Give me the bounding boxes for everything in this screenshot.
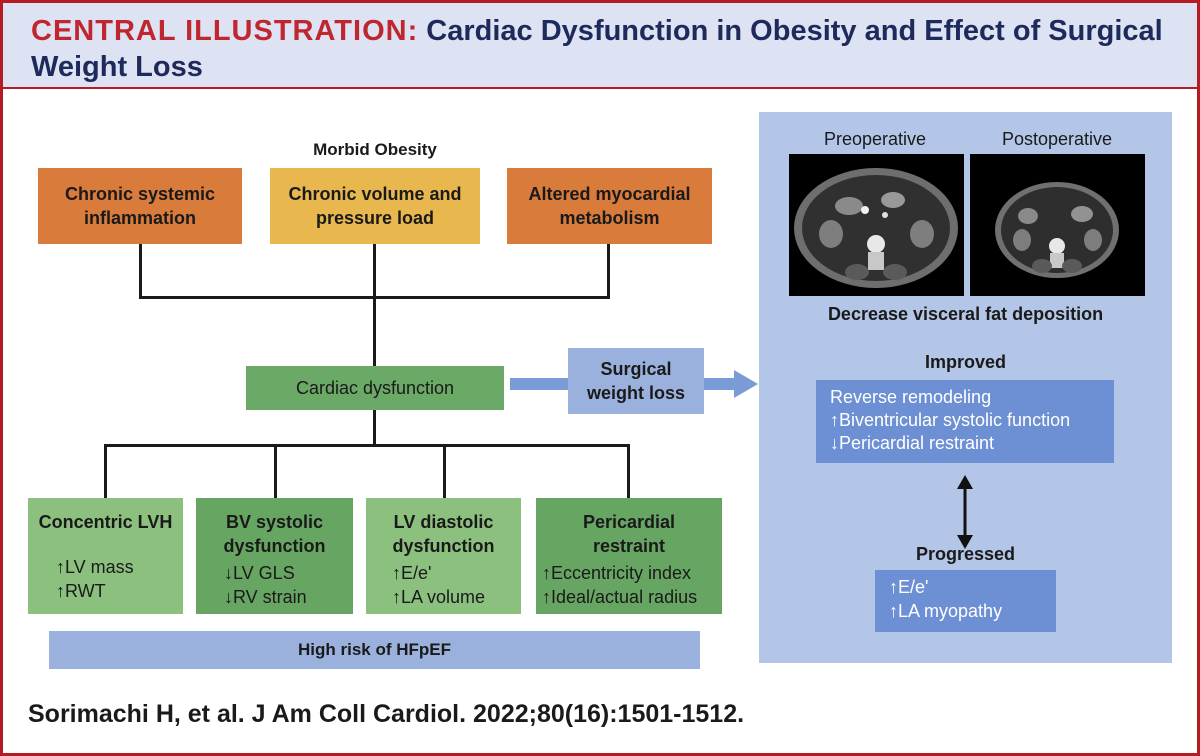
arrow-head-icon [734,370,758,398]
visceral-fat-caption: Decrease visceral fat deposition [827,304,1104,324]
cause-box-metabolism: Altered myocardial metabolism [507,168,712,244]
connector-line [274,444,277,498]
outcome-title: restraint [592,536,666,556]
cause-box-inflammation: Chronic systemic inflammation [38,168,242,244]
surgical-weight-loss-box: Surgical weight loss [568,348,704,414]
header-bar: CENTRAL ILLUSTRATION: Cardiac Dysfunctio… [3,3,1197,89]
outcome-box-pericardial: Pericardial restraint ↑Eccentricity inde… [536,498,722,614]
preoperative-ct-image [789,154,964,296]
preoperative-label: Preoperative [823,129,927,149]
connector-line [104,444,107,498]
cause-line1: Chronic volume and [288,184,462,204]
outcome-title: dysfunction [392,536,495,556]
outcome-item: ↑Ideal/actual radius [542,587,698,607]
outcome-item: ↓RV strain [224,587,307,607]
connector-line [104,444,630,447]
outcome-box-lv-diastolic: LV diastolic dysfunction ↑E/e' ↑LA volum… [366,498,521,614]
outcome-item: ↑Eccentricity index [542,563,692,583]
title-text: Cardiac Dysfunction in Obesity and Effec… [31,15,1163,83]
improved-item: Reverse remodeling [830,387,992,407]
connector-line [139,244,142,298]
outcome-item: ↑LV mass [56,557,134,577]
outcome-item: ↑LA volume [392,587,486,607]
surgery-effect-panel: Preoperative Postoperative [759,112,1172,663]
cause-line2: metabolism [559,208,660,228]
postoperative-ct-image [970,154,1145,296]
outcome-title: LV diastolic [393,512,494,532]
outcome-title: Pericardial [582,512,676,532]
title-prefix: CENTRAL ILLUSTRATION: [31,15,419,47]
progressed-item: ↑E/e' [889,577,929,597]
outcome-box-bv-systolic: BV systolic dysfunction ↓LV GLS ↓RV stra… [196,498,353,614]
connector-line [373,244,376,298]
connector-line [373,410,376,446]
outcome-title: BV systolic [225,512,324,532]
cause-line1: Altered myocardial [528,184,691,204]
cause-line2: inflammation [83,208,196,228]
outcome-title: Concentric LVH [38,512,173,532]
outcome-item: ↓LV GLS [224,563,295,583]
cardiac-dysfunction-box: Cardiac dysfunction [246,366,504,410]
outcome-box-concentric-lvh: Concentric LVH ↑LV mass ↑RWT [28,498,183,614]
improved-item: ↑Biventricular systolic function [830,410,1071,430]
double-arrow-icon [957,475,973,549]
connector-line [373,296,376,366]
high-risk-bar: High risk of HFpEF [49,631,700,669]
outcome-item: ↑E/e' [392,563,432,583]
intervention-line1: Surgical [600,359,672,379]
progressed-item: ↑LA myopathy [889,601,1003,621]
cause-box-volume-load: Chronic volume and pressure load [270,168,480,244]
citation: Sorimachi H, et al. J Am Coll Cardiol. 2… [28,700,745,728]
figure-title: CENTRAL ILLUSTRATION: Cardiac Dysfunctio… [31,13,1181,85]
connector-line [443,444,446,498]
outcome-title: dysfunction [223,536,326,556]
cause-line1: Chronic systemic [64,184,216,204]
cause-line2: pressure load [315,208,435,228]
intervention-line2: weight loss [586,383,685,403]
progressed-label: Progressed [915,544,1016,564]
postoperative-label: Postoperative [1001,129,1113,149]
improved-item: ↓Pericardial restraint [830,433,995,453]
connector-line [607,244,610,298]
improved-box: Reverse remodeling ↑Biventricular systol… [816,380,1114,463]
outcome-item: ↑RWT [56,581,106,601]
connector-line [627,444,630,498]
improved-label: Improved [924,352,1007,372]
morbid-obesity-label: Morbid Obesity [313,140,437,159]
progressed-box: ↑E/e' ↑LA myopathy [875,570,1056,632]
